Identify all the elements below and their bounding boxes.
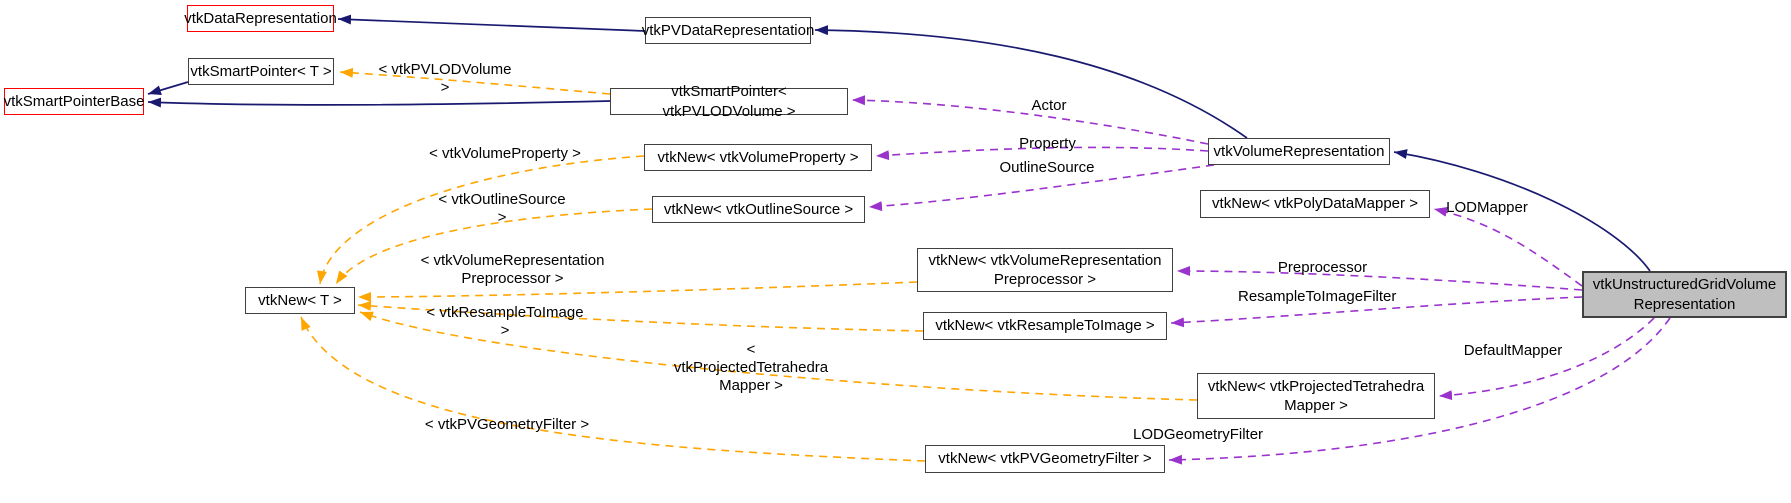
- edge-member-lodmapper: [1433, 206, 1583, 287]
- node-vtknew-vtkvolumerepresentationpreprocessor[interactable]: vtkNew< vtkVolumeRepresentation Preproce…: [917, 248, 1173, 292]
- edge-template-volreppreprocessor: [357, 281, 918, 302]
- edge-inherit-unstructured-to-volumerep: [1393, 149, 1651, 272]
- edge-label-template-pvlodvolume: < vtkPVLODVolume >: [378, 61, 512, 96]
- node-vtknew-vtkpvgeometryfilter[interactable]: vtkNew< vtkPVGeometryFilter >: [925, 445, 1165, 473]
- edge-label-template-resampletoimage: < vtkResampleToImage >: [426, 304, 584, 339]
- node-vtkdatarepresentation[interactable]: vtkDataRepresentation: [184, 5, 337, 32]
- node-vtksmartpointerbase[interactable]: vtkSmartPointerBase: [4, 88, 144, 115]
- edge-template-pvgeometryfilter: [300, 316, 926, 462]
- edge-label-template-volumeproperty: < vtkVolumeProperty >: [429, 145, 581, 162]
- edge-label-template-projectedtetrahedramapper: < vtkProjectedTetrahedra Mapper >: [673, 341, 829, 394]
- node-vtknew-vtkoutlinesource[interactable]: vtkNew< vtkOutlineSource >: [652, 196, 865, 223]
- edge-member-lodgeometryfilter: [1168, 317, 1671, 465]
- edge-member-outlinesource: [868, 164, 1215, 212]
- edge-template-projectedtetrahedra: [359, 311, 1198, 401]
- edge-member-resampletoimagefilter: [1170, 296, 1583, 328]
- edge-label-outlinesource: OutlineSource: [999, 159, 1095, 176]
- edge-member-defaultmapper: [1438, 317, 1655, 401]
- edge-label-template-volreppreprocessor: < vtkVolumeRepresentation Preprocessor >: [420, 252, 605, 287]
- edge-label-template-pvgeometryfilter: < vtkPVGeometryFilter >: [424, 416, 590, 433]
- node-vtknew-vtkpolydatamapper[interactable]: vtkNew< vtkPolyDataMapper >: [1200, 190, 1430, 218]
- node-vtkvolumerepresentation[interactable]: vtkVolumeRepresentation: [1208, 138, 1390, 165]
- edge-label-defaultmapper: DefaultMapper: [1463, 342, 1563, 359]
- edge-member-preprocessor: [1176, 266, 1583, 291]
- edge-label-template-outlinesource: < vtkOutlineSource >: [438, 191, 566, 226]
- edge-label-preprocessor: Preprocessor: [1277, 259, 1368, 276]
- edge-label-resampletoimagefilter: ResampleToImageFilter: [1238, 288, 1397, 305]
- edge-template-resampletoimage: [357, 300, 924, 332]
- node-vtkunstructuredgridvolumerepresentation[interactable]: vtkUnstructuredGridVolume Representation: [1582, 271, 1787, 318]
- node-vtkpvdatarepresentation[interactable]: vtkPVDataRepresentation: [642, 17, 814, 44]
- edge-inherit-smartpointerpvlod-to-base: [147, 97, 611, 108]
- node-vtksmartpointer-t[interactable]: vtkSmartPointer< T >: [188, 58, 334, 85]
- edge-inherit-smartpointert-to-base: [147, 81, 189, 96]
- edge-label-actor: Actor: [1031, 97, 1067, 114]
- edge-template-volumeproperty: [317, 155, 645, 285]
- edge-label-property: Property: [1019, 135, 1076, 152]
- edge-template-pvlodvolume: [339, 67, 611, 95]
- node-vtknew-vtkprojectedtetrahedramapper[interactable]: vtkNew< vtkProjectedTetrahedra Mapper >: [1197, 373, 1435, 419]
- edge-inherit-volumerep-to-pvdatarep: [814, 25, 1248, 139]
- edge-template-outlinesource: [335, 208, 653, 285]
- edge-inherit-pvdatarep-to-datarep: [337, 14, 646, 32]
- node-vtksmartpointer-vtkpvlodvolume[interactable]: vtkSmartPointer< vtkPVLODVolume >: [610, 83, 848, 120]
- node-vtknew-vtkvolumeproperty[interactable]: vtkNew< vtkVolumeProperty >: [644, 144, 872, 171]
- edge-label-lodgeometryfilter: LODGeometryFilter: [1133, 426, 1264, 443]
- node-vtknew-vtkresampletoimage[interactable]: vtkNew< vtkResampleToImage >: [923, 312, 1167, 340]
- edge-member-property: [875, 146, 1209, 161]
- node-vtknew-t[interactable]: vtkNew< T >: [245, 287, 355, 314]
- edge-label-lodmapper: LODMapper: [1446, 199, 1528, 216]
